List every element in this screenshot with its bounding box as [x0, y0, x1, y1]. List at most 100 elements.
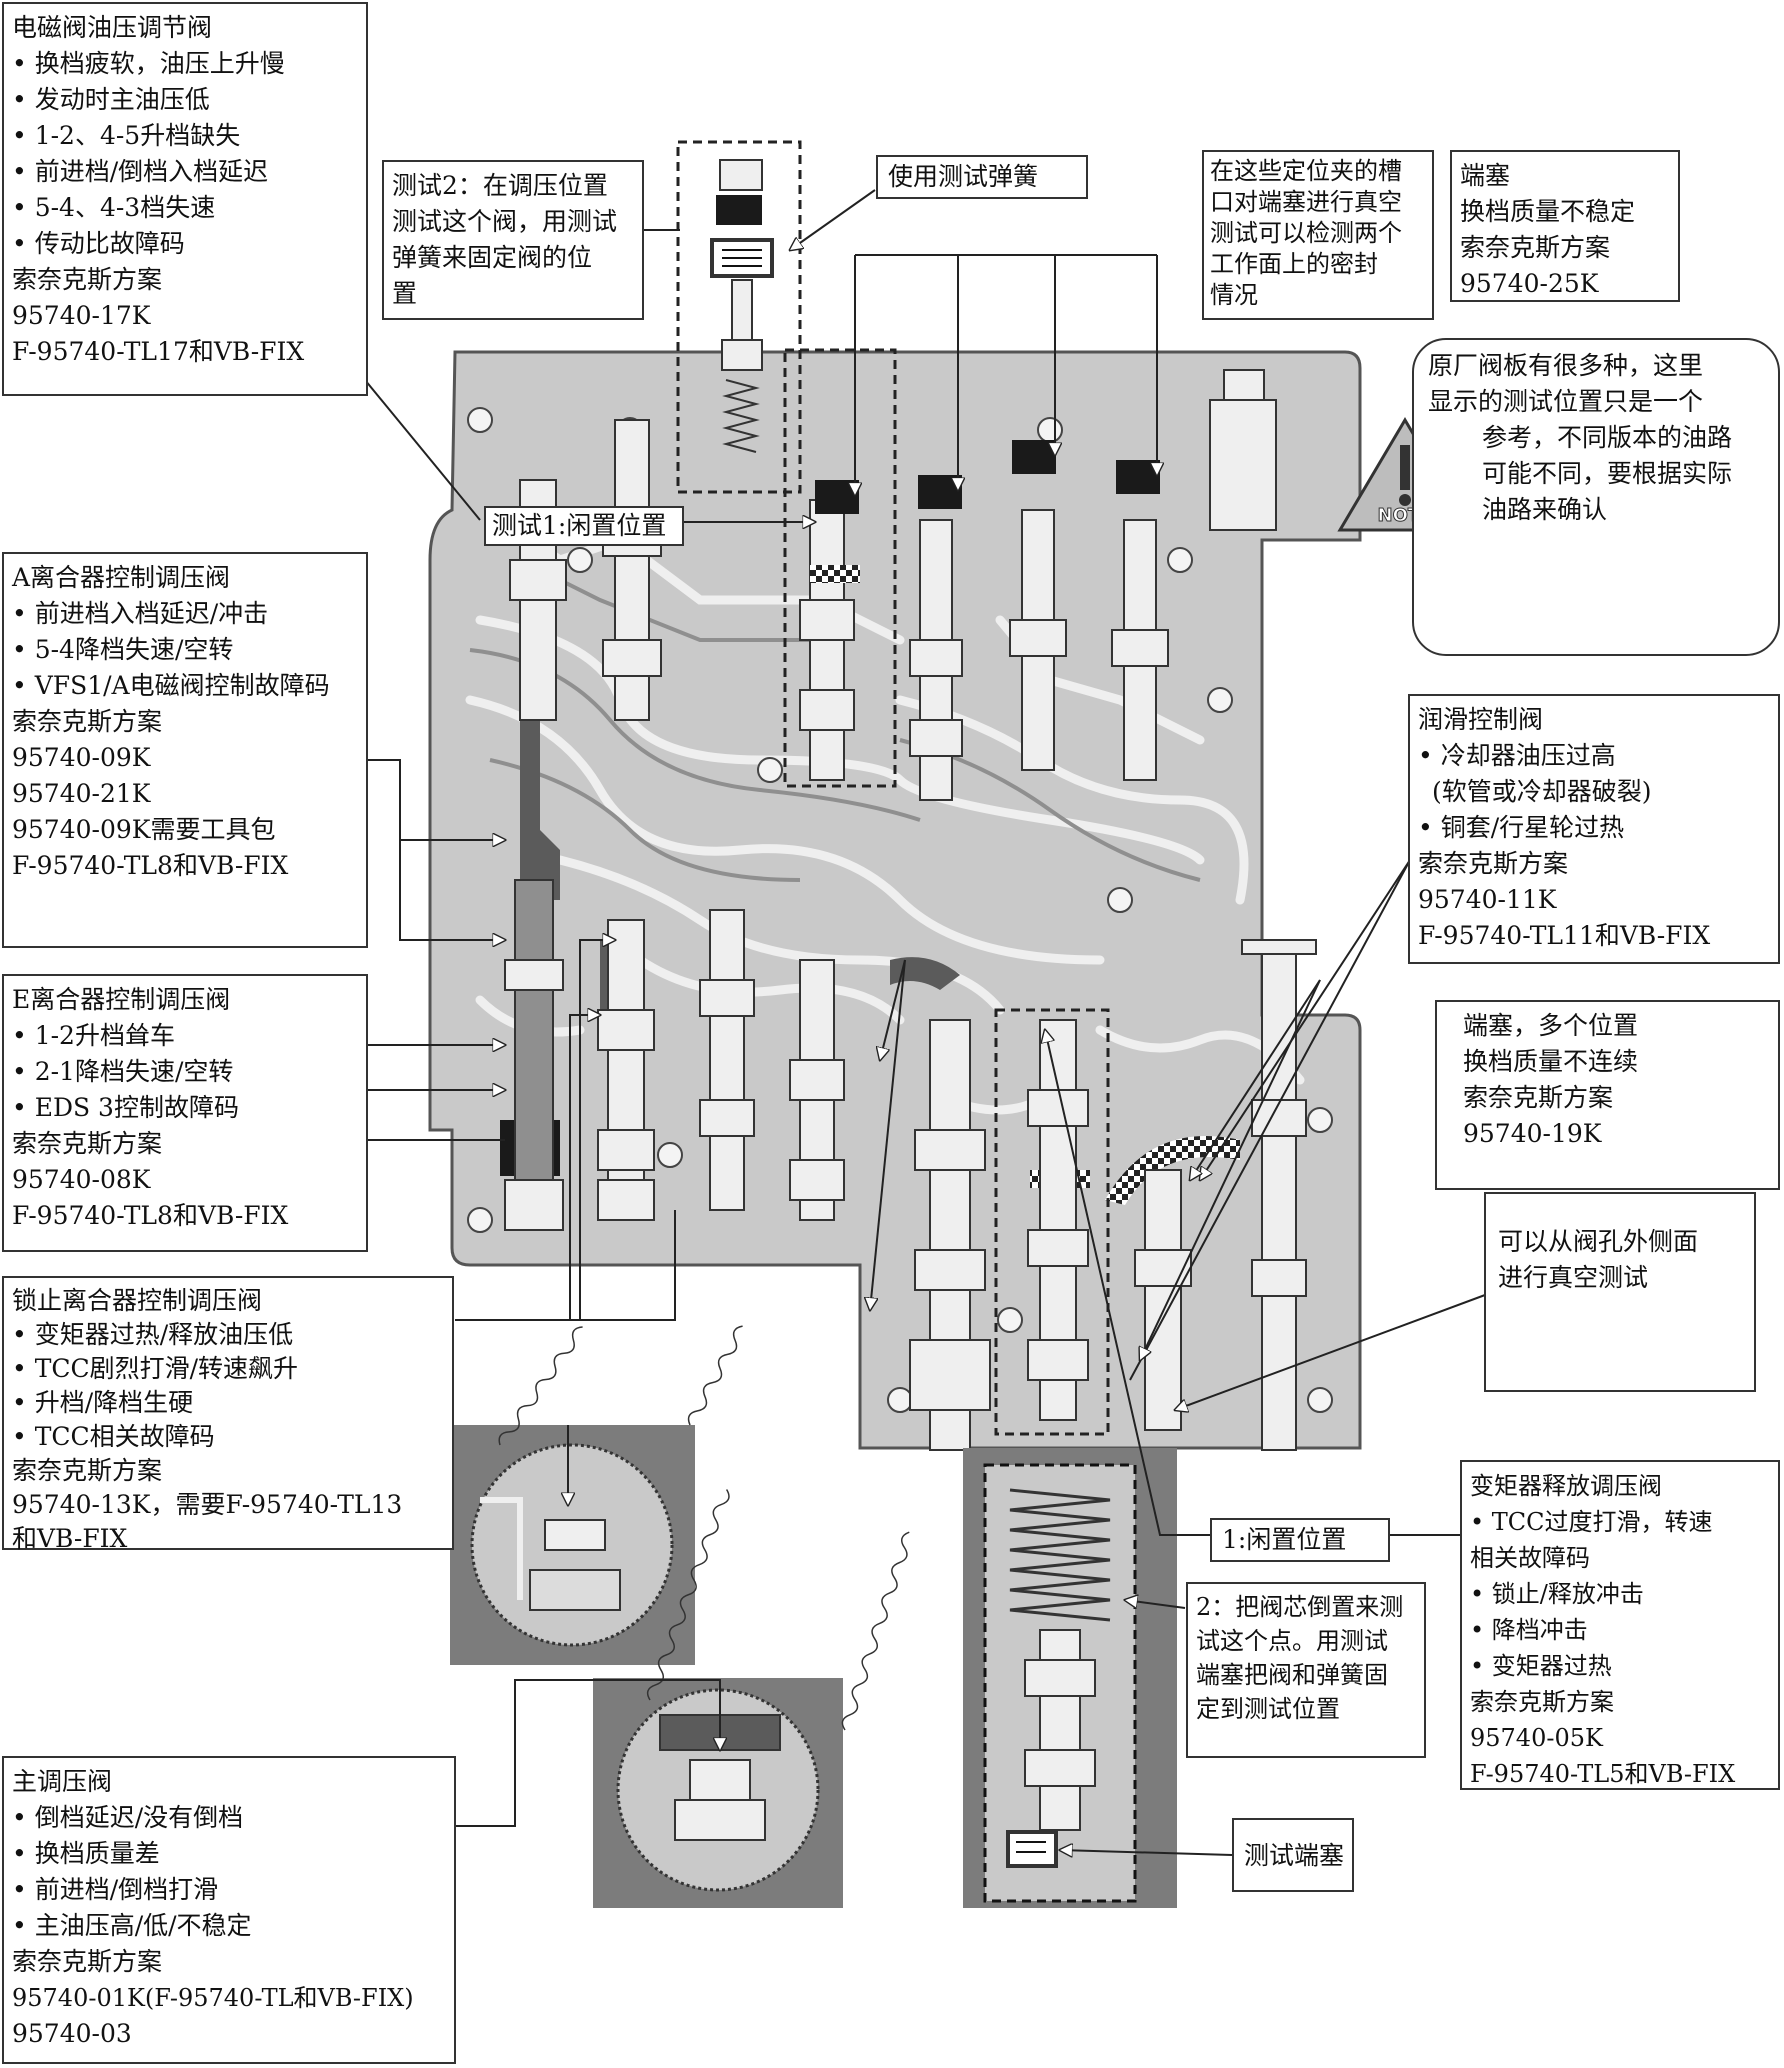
- vacuum-slots-box: 在这些定位夹的槽 口对端塞进行真空 测试可以检测两个 工作面上的密封 情况: [1202, 150, 1434, 320]
- main-line: • 换档质量差: [12, 1839, 160, 1868]
- vacuum-slots-line: 测试可以检测两个: [1210, 219, 1402, 247]
- main-regulator-box: 主调压阀 • 倒档延迟/没有倒档 • 换档质量差 • 前进档/倒档打滑 • 主油…: [2, 1756, 456, 2064]
- top-removed-valve: [710, 159, 774, 453]
- solenoid-line: • 前进档/倒档入档延迟: [12, 157, 269, 186]
- test2-line: 测试这个阀，用测试: [392, 207, 618, 236]
- leader-lines: [364, 189, 1486, 1855]
- invert-line: 端塞把阀和弹簧固: [1196, 1661, 1388, 1689]
- main-line: • 前进档/倒档打滑: [12, 1875, 219, 1904]
- vacuum-slots-line: 工作面上的密封: [1210, 250, 1378, 278]
- test2-box: 测试2：在调压位置 测试这个阀，用测试 弹簧来固定阀的位 置: [382, 160, 644, 320]
- note-box: 原厂阀板有很多种，这里 显示的测试位置只是一个 参考，不同版本的油路 可能不同，…: [1412, 338, 1780, 656]
- lockup-line: 95740-13K，需要F-95740-TL13: [12, 1490, 403, 1519]
- a-clutch-line: • 5-4降档失速/空转: [12, 635, 234, 664]
- test2-line: 弹簧来固定阀的位: [392, 243, 593, 272]
- lockup-clutch-box: 锁止离合器控制调压阀 • 变矩器过热/释放油压低 • TCC剧烈打滑/转速飙升 …: [2, 1276, 454, 1553]
- invert-test-box: 2：把阀芯倒置来测 试这个点。用测试 端塞把阀和弹簧固 定到测试位置: [1186, 1582, 1426, 1758]
- lockup-title: 锁止离合器控制调压阀: [12, 1286, 263, 1315]
- e-clutch-line: 95740-08K: [12, 1165, 151, 1194]
- end-plug-multi-line: 95740-19K: [1463, 1119, 1602, 1148]
- note-line: 可能不同，要根据实际: [1482, 459, 1733, 488]
- valves-lower: [504, 879, 1317, 1451]
- inset-1-detail: [480, 1497, 621, 1611]
- seal-checker-1: [810, 565, 860, 583]
- converter-line: • 降档冲击: [1470, 1616, 1588, 1644]
- valves-upper: [509, 369, 1277, 801]
- invert-line: 试这个点。用测试: [1196, 1627, 1388, 1655]
- main-line: • 倒档延迟/没有倒档: [12, 1803, 244, 1832]
- solenoid-line: • 5-4、4-3档失速: [12, 193, 216, 222]
- note-line: 显示的测试位置只是一个: [1428, 387, 1704, 416]
- wavy-leaders: [498, 1325, 910, 1731]
- lower-panel-spool: [1006, 1488, 1111, 1868]
- solenoid-line: 95740-17K: [12, 301, 151, 330]
- solenoid-line: 索奈克斯方案: [12, 265, 163, 294]
- e-clutch-title: E离合器控制调压阀: [12, 985, 231, 1014]
- main-line: • 主油压高/低/不稳定: [12, 1911, 252, 1940]
- a-clutch-line: F-95740-TL8和VB-FIX: [12, 851, 289, 880]
- solenoid-line: • 传动比故障码: [12, 229, 185, 258]
- dark-region-c: [890, 957, 960, 990]
- outside-vacuum-box: 可以从阀孔外侧面 进行真空测试: [1484, 1192, 1756, 1392]
- inset-2-detail: [659, 1714, 781, 1841]
- end-plug-multi-box: 端塞，多个位置 换档质量不连续 索奈克斯方案 95740-19K: [1435, 1000, 1780, 1190]
- lockup-line: • TCC相关故障码: [12, 1422, 215, 1451]
- idle1-label: 1:闲置位置: [1210, 1518, 1390, 1562]
- vacuum-slots-line: 情况: [1210, 281, 1258, 309]
- end-plug-multi-line: 端塞，多个位置: [1463, 1011, 1639, 1040]
- dashed-frames: [676, 140, 1110, 1436]
- test2-line: 置: [392, 279, 418, 308]
- e-clutch-box: E离合器控制调压阀 • 1-2升档耸车 • 2-1降档失速/空转 • EDS 3…: [2, 974, 368, 1252]
- test-spring-label: 使用测试弹簧: [876, 155, 1088, 199]
- lockup-line: 和VB-FIX: [12, 1524, 128, 1553]
- converter-line: 索奈克斯方案: [1470, 1688, 1614, 1716]
- note-line: 原厂阀板有很多种，这里: [1428, 351, 1704, 380]
- end-plug-line: 换档质量不稳定: [1460, 197, 1636, 226]
- a-clutch-line: 95740-09K需要工具包: [12, 815, 276, 844]
- a-clutch-box: A离合器控制调压阀 • 前进档入档延迟/冲击 • 5-4降档失速/空转 • VF…: [2, 552, 368, 948]
- converter-line: • TCC过度打滑，转速: [1470, 1508, 1713, 1536]
- converter-line: • 锁止/释放冲击: [1470, 1580, 1644, 1608]
- lube-line: (软管或冷却器破裂): [1432, 777, 1652, 806]
- solenoid-line: • 换档疲软，油压上升慢: [12, 49, 285, 78]
- end-plug-line: 端塞: [1460, 161, 1511, 190]
- test1-label: 测试1:闲置位置: [484, 506, 684, 546]
- outside-vacuum-line: 进行真空测试: [1498, 1263, 1649, 1292]
- solenoid-title: 电磁阀油压调节阀: [12, 13, 213, 42]
- solenoid-regulator-box: 电磁阀油压调节阀 • 换档疲软，油压上升慢 • 发动时主油压低 • 1-2、4-…: [2, 2, 368, 396]
- a-clutch-line: • 前进档入档延迟/冲击: [12, 599, 269, 628]
- a-clutch-line: 95740-21K: [12, 779, 151, 808]
- lube-line: • 铜套/行星轮过热: [1418, 813, 1625, 842]
- e-clutch-line: • 2-1降档失速/空转: [12, 1057, 234, 1086]
- e-clutch-line: • EDS 3控制故障码: [12, 1093, 239, 1122]
- vacuum-slots-line: 口对端塞进行真空: [1210, 188, 1402, 216]
- e-clutch-line: F-95740-TL8和VB-FIX: [12, 1201, 289, 1230]
- solenoid-line: • 1-2、4-5升档缺失: [12, 121, 241, 150]
- dark-region-a: [520, 700, 560, 900]
- e-clutch-line: • 1-2升档耸车: [12, 1021, 175, 1050]
- main-line: 95740-01K(F-95740-TL和VB-FIX): [12, 1984, 414, 2012]
- lube-line: 索奈克斯方案: [1418, 849, 1569, 878]
- converter-line: • 变矩器过热: [1470, 1652, 1612, 1680]
- converter-line: 相关故障码: [1470, 1544, 1590, 1572]
- a-clutch-line: 95740-09K: [12, 743, 151, 772]
- vacuum-slots-line: 在这些定位夹的槽: [1210, 157, 1402, 185]
- lockup-line: • TCC剧烈打滑/转速飙升: [12, 1354, 299, 1383]
- note-line: 参考，不同版本的油路: [1482, 423, 1733, 452]
- lube-line: F-95740-TL11和VB-FIX: [1418, 921, 1711, 950]
- end-plug-box: 端塞 换档质量不稳定 索奈克斯方案 95740-25K: [1450, 150, 1680, 302]
- main-line: 95740-03: [12, 2019, 132, 2048]
- outside-vacuum-line: 可以从阀孔外侧面: [1498, 1227, 1699, 1256]
- lockup-line: 索奈克斯方案: [12, 1456, 163, 1485]
- lube-line: 95740-11K: [1418, 885, 1557, 914]
- converter-title: 变矩器释放调压阀: [1470, 1472, 1662, 1500]
- end-plug-multi-line: 换档质量不连续: [1463, 1047, 1639, 1076]
- main-title: 主调压阀: [12, 1767, 113, 1796]
- main-line: 索奈克斯方案: [12, 1947, 163, 1976]
- lube-line: • 冷却器油压过高: [1418, 741, 1616, 770]
- solenoid-line: • 发动时主油压低: [12, 85, 210, 114]
- end-plug-multi-line: 索奈克斯方案: [1463, 1083, 1614, 1112]
- invert-line: 2：把阀芯倒置来测: [1196, 1593, 1404, 1621]
- test-plug-label: 测试端塞: [1232, 1818, 1354, 1892]
